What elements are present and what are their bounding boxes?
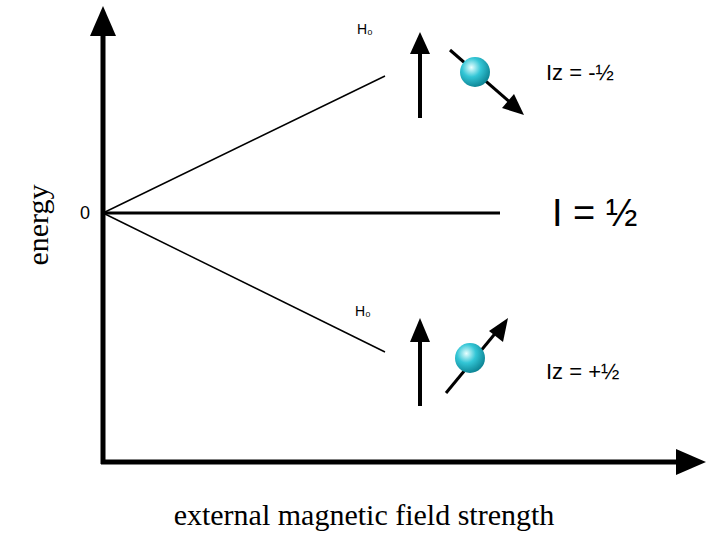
spin-arrow: [446, 330, 498, 393]
field-label: H₀: [357, 22, 373, 36]
axis-title: energy: [23, 184, 53, 265]
spin-arrowhead: [502, 94, 524, 115]
nucleus-sphere: [455, 343, 485, 373]
field-arrow: [418, 338, 422, 406]
upper-level: [103, 76, 385, 213]
axis-arrowhead: [90, 6, 116, 36]
zero-label: 0: [80, 204, 90, 222]
field-arrowhead: [410, 318, 430, 342]
field-arrow: [418, 50, 422, 118]
field-axis: [101, 460, 680, 465]
spin-quantum-label: Iz = +½: [546, 361, 619, 383]
field-label: H₀: [355, 304, 371, 318]
spin-label: I = ½: [552, 194, 638, 232]
field-arrowhead: [410, 32, 430, 54]
unsplit-level: [103, 212, 500, 215]
spin-arrowhead: [489, 318, 508, 342]
axis-title: external magnetic field strength: [174, 500, 555, 530]
nucleus-sphere: [460, 57, 490, 87]
spin-arrow: [450, 50, 512, 104]
energy-axis: [101, 30, 106, 464]
spin-quantum-label: Iz = -½: [546, 62, 614, 84]
axis-arrowhead: [676, 449, 706, 475]
lower-level: [103, 213, 385, 352]
